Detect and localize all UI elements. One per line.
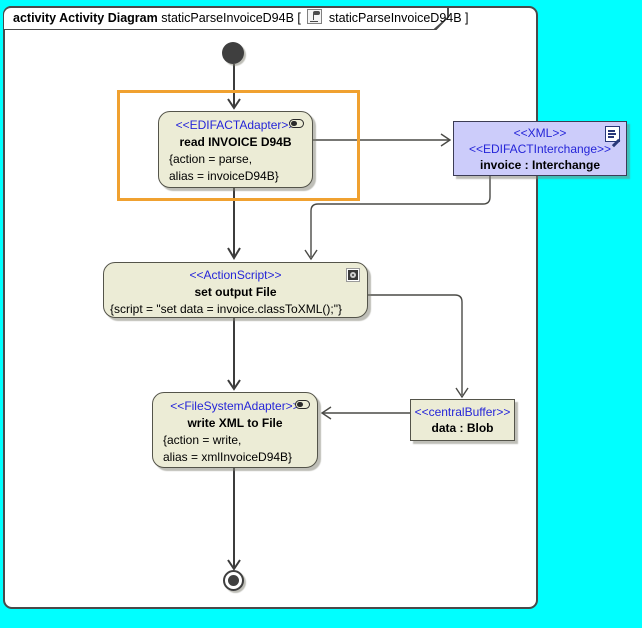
write-xml-prop-alias: alias = xmlInvoiceD94B}	[163, 450, 293, 464]
read-invoice-name: read INVOICE D94B	[179, 135, 292, 149]
xml-stereotype-1: <<XML>>	[513, 126, 567, 140]
initial-node[interactable]	[222, 42, 244, 64]
read-invoice-stereotype: <<EDIFACTAdapter>>	[175, 118, 296, 132]
xml-stereotype-2: <<EDIFACTInterchange>>	[468, 142, 612, 156]
frame-title: activity Activity Diagram staticParseInv…	[13, 9, 469, 27]
set-output-name: set output File	[194, 285, 277, 299]
set-output-prop-script: {script = "set data = invoice.classToXML…	[110, 302, 342, 316]
frame-title-bracket-open: [	[297, 11, 301, 25]
frame-title-keyword: activity Activity Diagram	[13, 11, 158, 25]
activity-diagram-icon	[307, 9, 323, 24]
frame-title-bracket-close: ]	[465, 11, 469, 25]
frame-title-name: staticParseInvoiceD94B	[161, 11, 294, 25]
script-gear-icon	[346, 268, 360, 282]
action-node-set-output-file[interactable]: <<ActionScript>> set output File {script…	[103, 262, 368, 318]
action-node-read-invoice[interactable]: <<EDIFACTAdapter>> read INVOICE D94B {ac…	[158, 111, 313, 188]
write-xml-prop-action: {action = write,	[163, 433, 242, 447]
read-invoice-prop-action: {action = parse,	[169, 152, 253, 166]
xml-document-icon	[605, 126, 620, 147]
central-buffer-name: data : Blob	[431, 421, 494, 435]
action-node-write-xml-to-file[interactable]: <<FileSystemAdapter>> write XML to File …	[152, 392, 318, 468]
adapter-pill-icon	[295, 400, 310, 409]
activity-final-node[interactable]	[223, 570, 244, 591]
central-buffer-stereotype: <<centralBuffer>>	[414, 405, 511, 419]
write-xml-name: write XML to File	[187, 416, 283, 430]
xml-object-name: invoice : Interchange	[479, 158, 601, 172]
central-buffer-node[interactable]: <<centralBuffer>> data : Blob	[410, 399, 515, 441]
selection-highlight	[117, 90, 360, 201]
set-output-stereotype: <<ActionScript>>	[189, 268, 282, 282]
activity-final-dot	[228, 575, 239, 586]
read-invoice-prop-alias: alias = invoiceD94B}	[169, 169, 279, 183]
adapter-pill-icon	[289, 119, 304, 128]
frame-title-ref: staticParseInvoiceD94B	[328, 11, 462, 25]
write-xml-stereotype: <<FileSystemAdapter>>	[170, 399, 300, 413]
frame-title-tab-fill	[4, 8, 447, 29]
object-node-xml-interchange[interactable]: <<XML>> <<EDIFACTInterchange>> invoice :…	[453, 121, 627, 176]
